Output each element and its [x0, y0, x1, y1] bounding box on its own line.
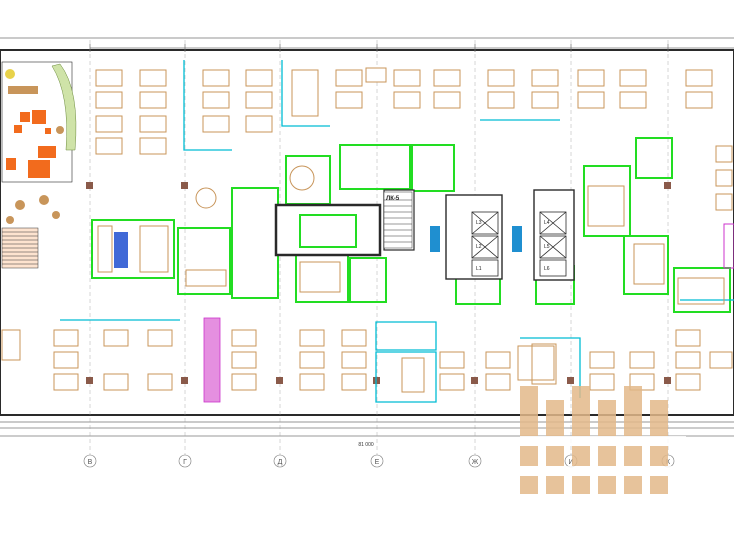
meeting-furniture [97, 165, 725, 393]
axis-labels: В Г Д Е Ж И К [88, 459, 671, 466]
axis-label-i: И [568, 459, 573, 466]
elevator-tag-l6: L6 [544, 266, 550, 272]
axis-label-e: Е [375, 459, 380, 466]
glass-partitions [60, 60, 734, 403]
grid-axes [89, 40, 669, 455]
elevator-tag-l3: L3 [476, 220, 482, 226]
overall-dimension: 81 000 [358, 442, 374, 448]
elevator-tag-l2: L2 [476, 244, 482, 250]
axis-label-g: Г [183, 459, 187, 466]
building-core [274, 189, 575, 281]
elevator-tags: L3 L2 L1 L4 L5 L6 [476, 220, 550, 272]
core-room-tag: ЛК-5 [386, 196, 400, 202]
axis-label-v: В [88, 459, 93, 466]
elevator-shafts [471, 211, 567, 277]
axis-label-zh: Ж [472, 459, 479, 466]
accent-elements [114, 223, 734, 403]
axis-label-d: Д [278, 459, 283, 466]
top-workstations [95, 67, 733, 211]
watermark-logo [520, 386, 686, 494]
elevator-tag-l1: L1 [476, 266, 482, 272]
axis-label-k: К [666, 459, 671, 466]
elevator-tag-l4: L4 [544, 220, 550, 226]
core-stair [383, 191, 413, 249]
bottom-workstations [1, 329, 733, 391]
lounge-area [1, 61, 77, 224]
stair-left [1, 227, 39, 269]
elevator-tag-l5: L5 [544, 244, 550, 250]
